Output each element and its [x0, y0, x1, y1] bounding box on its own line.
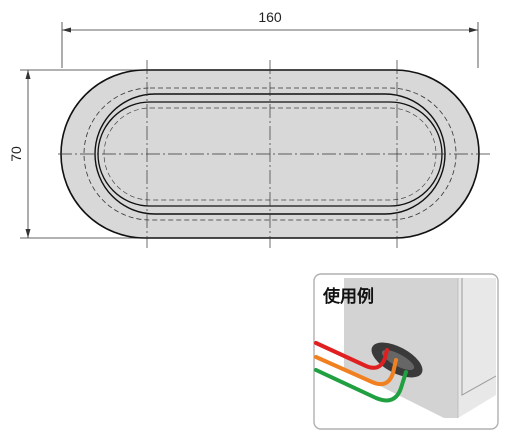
cable-red [314, 341, 389, 370]
cabinet-side-face [458, 278, 496, 418]
usage-example-title: 使用例 [322, 286, 374, 307]
cabinet-side-inner-line [461, 278, 497, 396]
height-dimension-label: 70 [8, 146, 24, 162]
height-dimension [20, 69, 148, 239]
width-dimension-label: 160 [258, 9, 282, 25]
cable-orange [314, 355, 398, 387]
grommet-rim-dashed-outer [83, 87, 457, 221]
cable-green [314, 368, 408, 403]
center-lines [58, 60, 490, 248]
grommet-inner-dashed [103, 107, 437, 201]
width-dimension [61, 22, 479, 68]
grommet-slit-outline [97, 101, 443, 207]
width-dimension-arrows [62, 27, 478, 33]
height-dimension-arrows [25, 70, 31, 238]
usage-example-panel: 使用例 [313, 273, 499, 430]
